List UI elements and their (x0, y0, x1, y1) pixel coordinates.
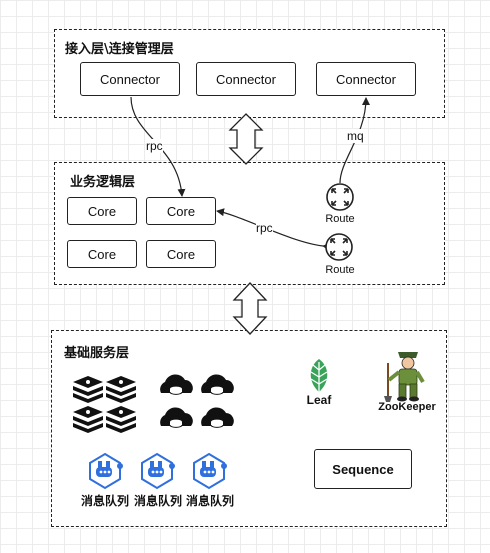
redis-icon (73, 406, 103, 433)
message-queue-icon (141, 452, 175, 490)
cloud-database-icon (201, 374, 234, 398)
route-label: Route (325, 213, 355, 225)
double-arrow-logic-base (232, 282, 268, 335)
route-icon (325, 233, 353, 261)
core-node[interactable]: Core (67, 197, 137, 225)
message-queue-icon (89, 452, 123, 490)
redis-icon (106, 376, 136, 403)
logic-layer-title: 业务逻辑层 (70, 175, 136, 190)
connector-node[interactable]: Connector (80, 62, 180, 96)
base-layer-title: 基础服务层 (64, 346, 130, 361)
leaf-icon (310, 359, 328, 392)
edge-label-rpc: rpc (146, 139, 163, 153)
redis-icon (73, 376, 103, 403)
zookeeper-icon (384, 352, 425, 402)
cloud-database-icon (160, 374, 193, 398)
core-node[interactable]: Core (67, 240, 137, 268)
connector-node[interactable]: Connector (316, 62, 416, 96)
core-node[interactable]: Core (146, 240, 216, 268)
sequence-node[interactable]: Sequence (314, 449, 412, 489)
edge-label-mq: mq (347, 129, 364, 143)
message-queue-label: 消息队列 (186, 494, 235, 508)
route-label: Route (325, 264, 355, 276)
zookeeper-label: ZooKeeper (378, 401, 436, 413)
route-icon (326, 183, 354, 211)
message-queue-label: 消息队列 (81, 494, 130, 508)
cloud-database-icon (201, 407, 234, 431)
double-arrow-access-logic (228, 113, 264, 165)
redis-icon (106, 406, 136, 433)
cloud-database-icon (160, 407, 193, 431)
edge-label-rpc: rpc (256, 221, 273, 235)
message-queue-icon (193, 452, 227, 490)
leaf-label: Leaf (306, 393, 332, 407)
edge-mq-route-connector (339, 97, 370, 184)
connector-node[interactable]: Connector (196, 62, 296, 96)
core-node[interactable]: Core (146, 197, 216, 225)
access-layer-title: 接入层\连接管理层 (65, 42, 174, 57)
message-queue-label: 消息队列 (134, 494, 183, 508)
